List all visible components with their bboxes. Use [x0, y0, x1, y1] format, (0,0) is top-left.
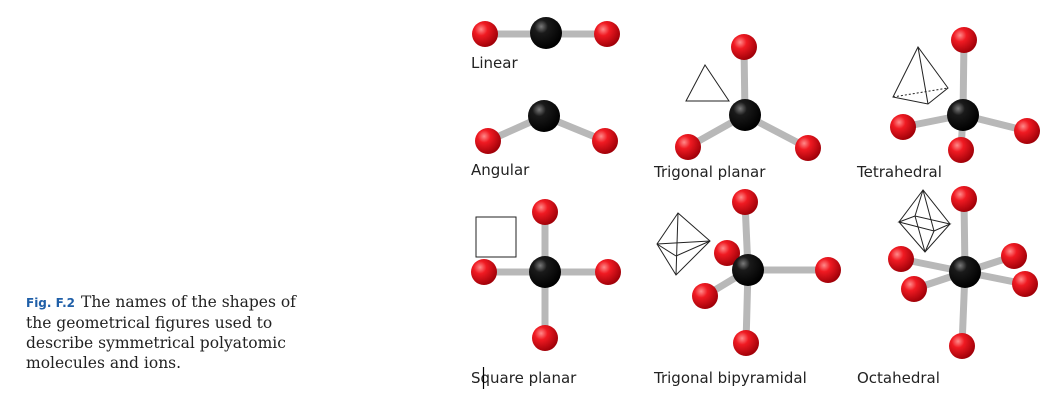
outer-atom — [595, 259, 621, 285]
outer-atom — [594, 21, 620, 47]
central-atom — [528, 100, 560, 132]
central-atom — [729, 99, 761, 131]
figure-label: Fig. F.2 — [26, 296, 75, 310]
outer-atom — [890, 114, 916, 140]
central-atom — [529, 256, 561, 288]
square-icon — [475, 216, 517, 258]
label-trigonal-planar: Trigonal planar — [653, 163, 766, 181]
central-atom — [947, 99, 979, 131]
triangle-icon — [685, 64, 730, 102]
molecule-trigonal-bipyramidal — [656, 189, 841, 356]
molecule-octahedral — [888, 186, 1038, 359]
molecule-linear — [472, 17, 620, 49]
outer-atom — [472, 21, 498, 47]
outer-atom — [948, 137, 974, 163]
outer-atom — [888, 246, 914, 272]
outer-atom — [951, 27, 977, 53]
outer-atom — [1012, 271, 1038, 297]
label-octahedral: Octahedral — [857, 369, 940, 387]
outer-atom — [731, 34, 757, 60]
outer-atom — [733, 330, 759, 356]
outer-atom — [901, 276, 927, 302]
outer-atom — [532, 199, 558, 225]
outer-atom — [949, 333, 975, 359]
outer-atom — [714, 240, 740, 266]
central-atom — [530, 17, 562, 49]
tetrahedron-icon — [892, 46, 949, 105]
central-atom — [732, 254, 764, 286]
central-atom — [949, 256, 981, 288]
outer-atom — [815, 257, 841, 283]
caption-text: The names of the shapes of the geometric… — [26, 293, 296, 372]
outer-atom — [675, 134, 701, 160]
label-tetrahedral: Tetrahedral — [856, 163, 942, 181]
outer-atom — [532, 325, 558, 351]
label-trigonal-bipyramidal: Trigonal bipyramidal — [653, 369, 807, 387]
molecule-trigonal-planar — [675, 34, 821, 161]
octahedron-icon — [897, 189, 952, 253]
bipyramid-icon — [656, 212, 711, 276]
label-square-planar: Square planar — [471, 369, 577, 387]
outer-atom — [951, 186, 977, 212]
label-linear: Linear — [471, 54, 518, 72]
outer-atom — [795, 135, 821, 161]
label-angular: Angular — [471, 161, 530, 179]
outer-atom — [592, 128, 618, 154]
molecule-square-planar — [471, 199, 621, 351]
outer-atom — [471, 259, 497, 285]
outer-atom — [1014, 118, 1040, 144]
outer-atom — [475, 128, 501, 154]
molecule-angular — [475, 100, 618, 154]
outer-atom — [1001, 243, 1027, 269]
outer-atom — [732, 189, 758, 215]
outer-atom — [692, 283, 718, 309]
molecule-tetrahedral — [890, 27, 1040, 163]
